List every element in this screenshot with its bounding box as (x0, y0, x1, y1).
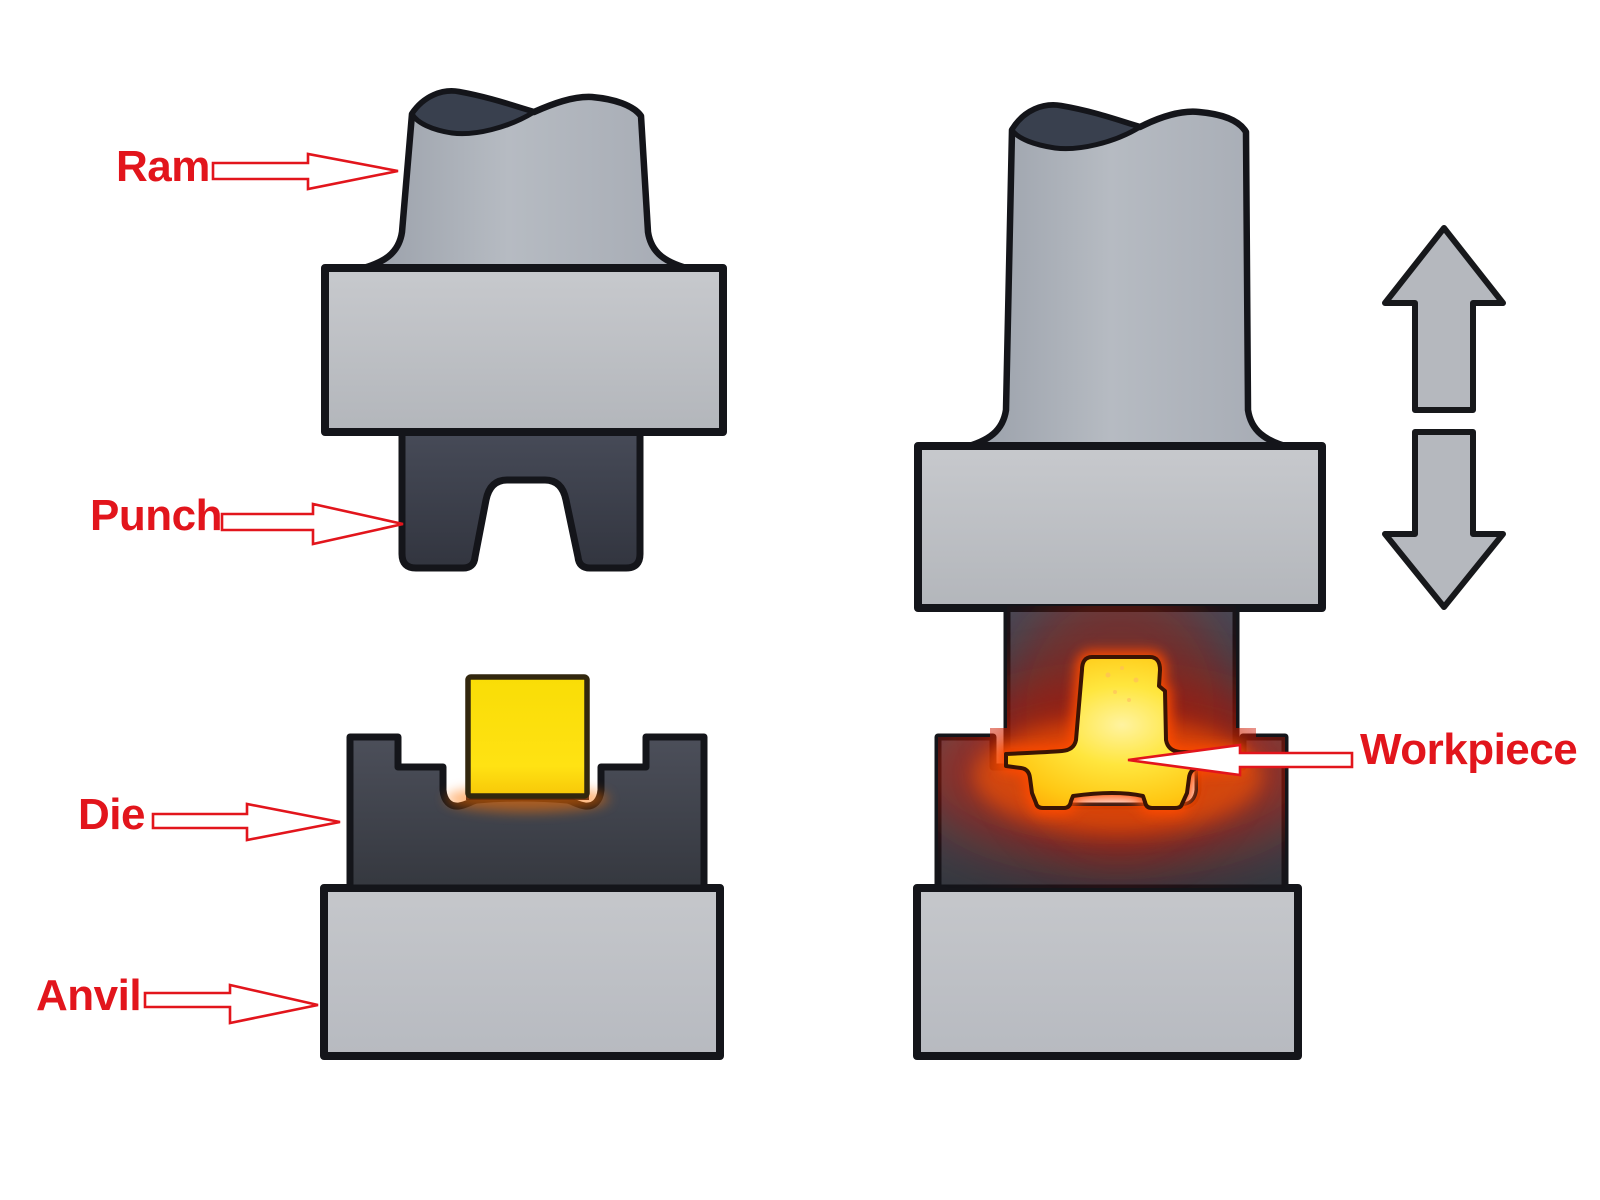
anvil-callout-arrow-icon (143, 983, 319, 1025)
anvil-left (320, 884, 724, 1060)
ram-callout-arrow-icon (211, 152, 399, 191)
anvil-label: Anvil (36, 971, 142, 1020)
workpiece-callout-arrow-icon (1127, 743, 1354, 777)
punch-left (398, 426, 644, 572)
callout-arrows (143, 152, 1354, 1025)
ram-head-left (321, 264, 727, 436)
ram-label: Ram (116, 142, 210, 191)
down-arrow-icon (1382, 429, 1506, 610)
ram-shaft-right (958, 102, 1296, 452)
ram-shaft-cut-face-right (1009, 102, 1147, 152)
die-callout-arrow-icon (151, 802, 341, 842)
punch-callout-arrow-icon (220, 502, 404, 546)
right-assembly-pressing (913, 102, 1506, 1060)
workpiece-billet (465, 674, 590, 799)
workpiece-scale-specks (1105, 666, 1139, 702)
punch-label: Punch (90, 491, 222, 540)
left-assembly-open (320, 88, 727, 1060)
ram-shaft-cut-face-left (409, 88, 541, 137)
workpiece-label: Workpiece (1360, 725, 1578, 774)
ram-head-right (914, 442, 1326, 612)
die-label: Die (78, 790, 145, 839)
anvil-right (913, 884, 1302, 1060)
up-arrow-icon (1382, 225, 1506, 413)
